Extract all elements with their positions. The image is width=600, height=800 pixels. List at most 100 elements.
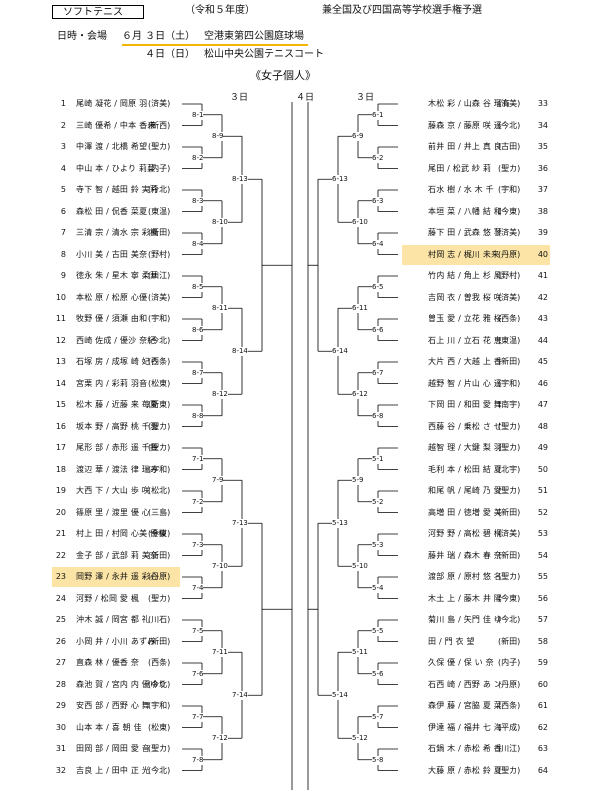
entrant-number: 51 xyxy=(537,486,548,495)
entrant-number: 62 xyxy=(537,722,548,732)
sport-label: ソフトテニス xyxy=(52,5,144,19)
entrant-names: 山本 本 / 喜 朝 佳 xyxy=(76,722,142,732)
entrant-number: 21 xyxy=(55,529,66,538)
entrant-names: 木土 上 / 藤木 井 陽 xyxy=(428,593,503,603)
entrant-number: 25 xyxy=(55,615,66,624)
match-label: 6-6 xyxy=(372,325,384,335)
entrant-names: 小川 美 / 古田 美奈 xyxy=(76,249,148,259)
era-label: （令和５年度） xyxy=(185,5,255,16)
entrant-names: 石西 崎 / 西野 あ ン xyxy=(428,679,503,689)
entrant-names: 中山 本 / ひより 莉菜 xyxy=(76,163,156,173)
entrant-school: (聖カ) xyxy=(148,142,171,151)
entrant-school: (宇和) xyxy=(148,464,171,474)
entrant-names: 河野 野 / 高松 碧 桐 xyxy=(428,529,503,538)
entrant-names: 菊川 島 / 矢門 佳 ゆ xyxy=(428,615,503,624)
match-label: 5-12 xyxy=(352,734,368,744)
match-label: 7-12 xyxy=(212,734,228,744)
entrant-school: (聖カ) xyxy=(148,744,171,753)
match-label: 6-13 xyxy=(332,175,348,185)
match-label: 5-11 xyxy=(352,648,368,658)
entrant-number: 36 xyxy=(537,163,548,173)
match-label: 7-14 xyxy=(232,691,248,701)
entrant-names: 三清 宗 / 清水 宗 彩楓 xyxy=(76,228,159,237)
entrant-school: (丹原) xyxy=(498,249,521,259)
entrant-names: 松木 藤 / 近藤 来 苺夏 xyxy=(76,400,159,409)
match-label: 6-5 xyxy=(372,282,384,292)
entrant-names: 藤森 京 / 藤原 咲 遥 xyxy=(428,120,503,130)
entrant-school: (聖カ) xyxy=(498,486,521,495)
entrant-school: (今東) xyxy=(498,593,521,603)
match-label: 5-6 xyxy=(372,669,384,679)
entrant-names: 吉良 上 / 田中 正 光 xyxy=(76,765,151,775)
entrant-number: 32 xyxy=(55,765,66,775)
entrant-school: (西条) xyxy=(498,314,521,323)
entrant-names: 和尾 帆 / 尾崎 乃 愛 xyxy=(428,486,503,495)
entrant-names: 宮栗 内 / 彩莉 羽音 xyxy=(76,378,148,388)
match-label: 7-10 xyxy=(212,562,228,572)
entrant-school: (新西) xyxy=(148,120,171,130)
entrant-names: 石上 川 / 立石 花 恵 xyxy=(428,335,503,345)
entrant-names: 田岡 部 / 岡田 愛 音 xyxy=(76,744,151,753)
entrant-number: 47 xyxy=(537,400,548,409)
entrant-number: 57 xyxy=(537,615,548,624)
entrant-number: 12 xyxy=(55,335,66,345)
match-label: 5-13 xyxy=(332,519,348,529)
day2-date: ４日（日） xyxy=(145,49,195,60)
match-label: 8-14 xyxy=(232,347,248,357)
entrant-school: (聖カ) xyxy=(148,421,171,431)
entrant-names: 坂本 野 / 高野 桃 千羽 xyxy=(76,421,159,431)
entrant-school: (新田) xyxy=(498,357,521,366)
entrant-school: (内子) xyxy=(148,163,171,173)
entrant-number: 40 xyxy=(537,249,548,259)
entrant-school: (野村) xyxy=(148,249,171,259)
entrant-school: (川江) xyxy=(498,744,521,753)
entrant-number: 31 xyxy=(55,744,66,753)
entrant-names: 小岡 井 / 小川 あずみ xyxy=(76,636,156,646)
entrant-school: (聖カ) xyxy=(148,443,171,452)
entrant-names: 直森 林 / 優香 奈 xyxy=(76,658,140,667)
entrant-names: 本垣 菜 / 八幡 結 和 xyxy=(428,206,503,216)
entrant-names: 越智 理 / 大鍵 梨 羽 xyxy=(428,443,503,452)
entrant-names: 竹内 結 / 角上 杉 風 xyxy=(428,271,503,280)
entrant-number: 45 xyxy=(537,357,548,366)
match-label: 8-5 xyxy=(192,282,204,292)
match-label: 8-12 xyxy=(212,390,228,400)
entrant-names: 森池 賀 / 宮内 内 優ゆり xyxy=(76,679,167,689)
entrant-names: 尾崎 凝花 / 岡原 羽 xyxy=(76,99,148,108)
entrant-names: 沖木 誠 / 岡宮 都 礼 xyxy=(76,615,151,624)
entrant-number: 29 xyxy=(55,701,66,710)
day1-venue: 空港東第四公園庭球場 xyxy=(204,31,304,42)
entrant-number: 19 xyxy=(55,486,66,495)
day1-date: ６月 ３日（土） xyxy=(122,31,196,42)
entrant-names: 木松 彩 / 山森 谷 瑠有 xyxy=(428,99,511,108)
entrant-number: 61 xyxy=(537,701,548,710)
entrant-school: (古田) xyxy=(498,142,521,151)
entrant-school: (宇和) xyxy=(498,185,521,194)
entrant-number: 22 xyxy=(55,550,66,560)
entrant-school: (聖カ) xyxy=(498,421,521,431)
entrant-names: 渡部 原 / 原村 悠 名 xyxy=(428,572,503,581)
entrant-number: 1 xyxy=(60,99,66,108)
